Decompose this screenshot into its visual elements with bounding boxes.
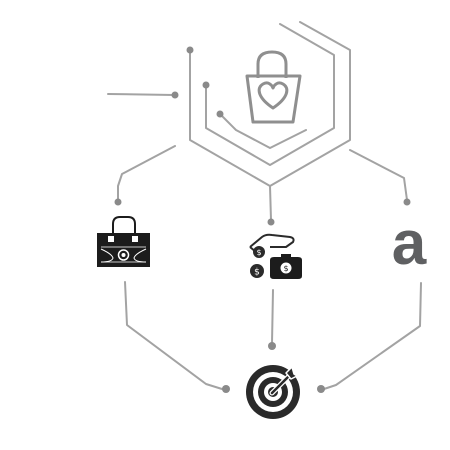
svg-text:$: $ <box>283 264 288 273</box>
connector-dot <box>216 110 224 118</box>
hexagon-inner-line <box>205 23 335 166</box>
hexagon-inner-arc <box>219 113 307 149</box>
briefcase-icon <box>97 216 150 267</box>
amazon-logo-glyph: a <box>392 209 427 278</box>
connector-briefcase-to-target <box>124 281 230 393</box>
left-lead-line <box>107 91 179 99</box>
amazon-logo-icon: a <box>392 209 427 278</box>
money-hand-icon: $ $ $ <box>249 233 302 279</box>
connector-dot <box>186 46 194 54</box>
connector-amazon-to-target <box>317 282 422 393</box>
hexagon-frame <box>186 21 351 187</box>
connector-dot <box>202 81 210 89</box>
shopping-bag-heart-icon <box>245 50 302 124</box>
connector-money-to-target <box>268 289 276 350</box>
svg-text:$: $ <box>256 248 261 257</box>
target-arrow-icon <box>246 365 300 419</box>
svg-text:$: $ <box>254 268 260 278</box>
hexagon-outer-line <box>189 21 351 187</box>
connector-bag-to-briefcase <box>114 145 176 206</box>
connector-bag-to-money <box>267 185 275 226</box>
connector-bag-to-amazon <box>349 149 411 206</box>
